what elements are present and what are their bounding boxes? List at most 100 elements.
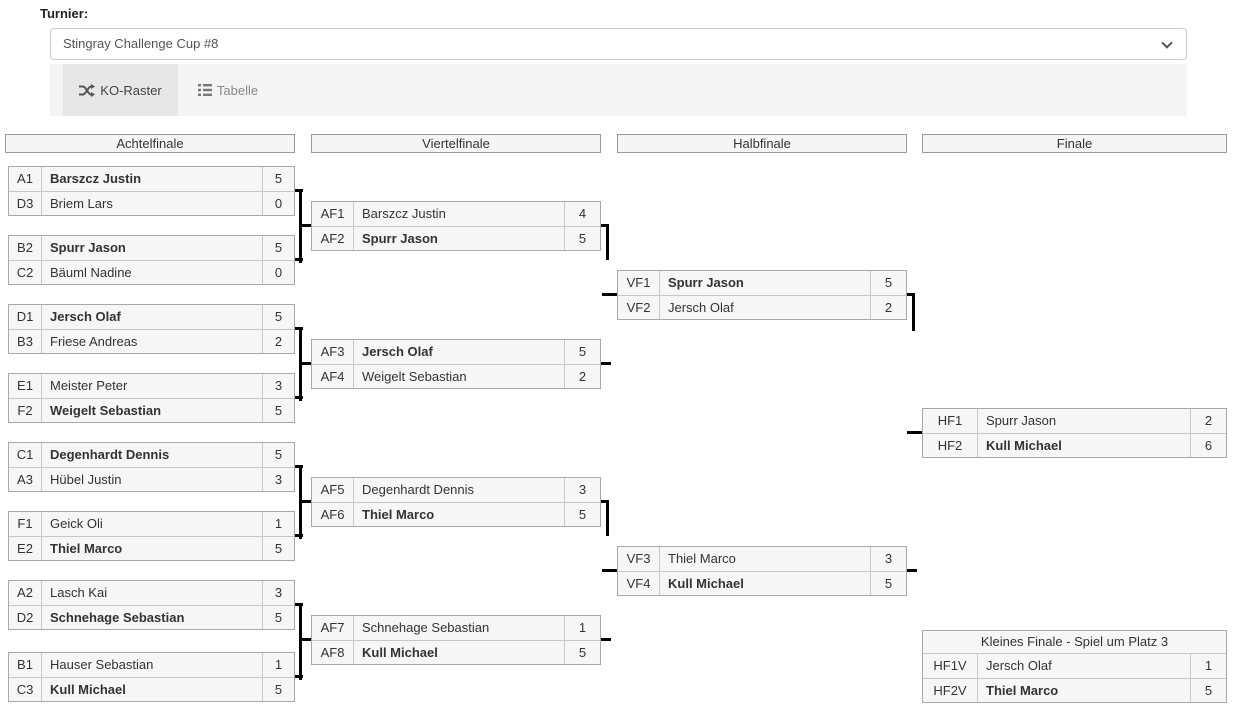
round-header-achtelfinale: Achtelfinale <box>5 134 295 153</box>
bracket-connector <box>299 327 302 401</box>
player-name: Hübel Justin <box>50 472 122 487</box>
bracket-connector <box>299 189 302 263</box>
player-name: Geick Oli <box>50 516 103 531</box>
match-sf-1: VF1 Spurr Jason 5 VF2 Jersch Olaf 2 <box>617 270 907 320</box>
round-header-halbfinale: Halbfinale <box>617 134 907 153</box>
seed: E2 <box>9 537 42 560</box>
seed: D3 <box>9 192 42 215</box>
seed: AF4 <box>312 365 354 388</box>
tournament-select[interactable]: Stingray Challenge Cup #8 <box>50 28 1187 60</box>
match-third-place: Kleines Finale - Spiel um Platz 3 HF1V J… <box>922 630 1227 703</box>
bracket-connector <box>602 293 617 296</box>
seed: VF2 <box>618 296 660 319</box>
player-name: Bäuml Nadine <box>50 265 132 280</box>
seed: AF7 <box>312 616 354 640</box>
seed: D2 <box>9 606 42 629</box>
tab-ko-raster-label: KO-Raster <box>100 82 162 98</box>
seed: B3 <box>9 330 42 353</box>
bracket-connector <box>299 603 302 680</box>
score: 3 <box>262 374 294 398</box>
shuffle-icon <box>79 83 96 97</box>
match-row: B1 Hauser Sebastian 1 <box>9 653 294 677</box>
seed: VF1 <box>618 271 660 295</box>
score: 0 <box>262 261 294 284</box>
bracket-connector <box>606 224 609 260</box>
match-row: VF4 Kull Michael 5 <box>618 571 906 595</box>
match-row: VF2 Jersch Olaf 2 <box>618 295 906 319</box>
bracket-connector <box>302 224 311 227</box>
match-row: A3 Hübel Justin 3 <box>9 467 294 491</box>
player-name: Barszcz Justin <box>50 171 142 186</box>
match-row: E2 Thiel Marco 5 <box>9 536 294 560</box>
score: 5 <box>564 227 600 250</box>
match-row: C2 Bäuml Nadine 0 <box>9 260 294 284</box>
seed: B2 <box>9 236 42 260</box>
match-row: AF7 Schnehage Sebastian 1 <box>312 616 600 640</box>
player-name: Schnehage Sebastian <box>362 620 490 635</box>
score: 1 <box>564 616 600 640</box>
player-name: Thiel Marco <box>986 683 1059 698</box>
seed: HF1V <box>923 654 978 678</box>
seed: AF1 <box>312 202 354 226</box>
player-name: Schnehage Sebastian <box>50 610 185 625</box>
player-name: Jersch Olaf <box>986 658 1052 673</box>
seed: A3 <box>9 468 42 491</box>
player-name: Barszcz Justin <box>362 206 446 221</box>
player-name: Lasch Kai <box>50 585 108 600</box>
bracket-connector <box>302 362 311 365</box>
score: 5 <box>262 236 294 260</box>
seed: HF1 <box>923 409 978 433</box>
tournament-select-value: Stingray Challenge Cup #8 <box>63 36 219 51</box>
list-icon <box>197 84 212 96</box>
seed: F2 <box>9 399 42 422</box>
tab-ko-raster[interactable]: KO-Raster <box>63 64 178 116</box>
bracket-connector <box>601 638 611 641</box>
seed: VF3 <box>618 547 660 571</box>
player-name: Jersch Olaf <box>668 300 734 315</box>
player-name: Thiel Marco <box>50 541 123 556</box>
player-name: Kull Michael <box>50 682 126 697</box>
chevron-down-icon <box>1161 37 1173 49</box>
match-row: C3 Kull Michael 5 <box>9 677 294 701</box>
bracket-connector <box>601 362 611 365</box>
seed: HF2 <box>923 434 978 457</box>
bracket-connector <box>912 293 915 331</box>
seed: A1 <box>9 167 42 191</box>
tab-tabelle[interactable]: Tabelle <box>178 64 278 116</box>
score: 5 <box>262 537 294 560</box>
player-name: Spurr Jason <box>986 413 1057 428</box>
seed: VF4 <box>618 572 660 595</box>
score: 5 <box>262 606 294 629</box>
match-row: D3 Briem Lars 0 <box>9 191 294 215</box>
seed: C2 <box>9 261 42 284</box>
player-name: Kull Michael <box>362 645 438 660</box>
match-r16-6: F1 Geick Oli 1 E2 Thiel Marco 5 <box>8 511 295 561</box>
seed: D1 <box>9 305 42 329</box>
bracket-connector <box>601 224 609 227</box>
player-name: Spurr Jason <box>50 240 126 255</box>
match-row: AF5 Degenhardt Dennis 3 <box>312 478 600 502</box>
match-qf-1: AF1 Barszcz Justin 4 AF2 Spurr Jason 5 <box>311 201 601 251</box>
score: 2 <box>262 330 294 353</box>
match-qf-2: AF3 Jersch Olaf 5 AF4 Weigelt Sebastian … <box>311 339 601 389</box>
score: 0 <box>262 192 294 215</box>
score: 5 <box>262 678 294 701</box>
match-row: HF1 Spurr Jason 2 <box>923 409 1226 433</box>
score: 5 <box>870 572 906 595</box>
round-header-viertelfinale: Viertelfinale <box>311 134 601 153</box>
score: 3 <box>564 478 600 502</box>
bracket-connector <box>302 500 311 503</box>
round-header-finale: Finale <box>922 134 1227 153</box>
bracket-connector <box>606 500 609 536</box>
player-name: Jersch Olaf <box>50 309 121 324</box>
tab-tabelle-label: Tabelle <box>216 82 259 98</box>
match-r16-4: E1 Meister Peter 3 F2 Weigelt Sebastian … <box>8 373 295 423</box>
bracket-connector <box>602 569 617 572</box>
turnier-label: Turnier: <box>40 6 89 21</box>
player-name: Jersch Olaf <box>362 344 433 359</box>
score: 5 <box>564 340 600 364</box>
match-row: C1 Degenhardt Dennis 5 <box>9 443 294 467</box>
seed: AF2 <box>312 227 354 250</box>
match-row: AF3 Jersch Olaf 5 <box>312 340 600 364</box>
match-row: AF4 Weigelt Sebastian 2 <box>312 364 600 388</box>
